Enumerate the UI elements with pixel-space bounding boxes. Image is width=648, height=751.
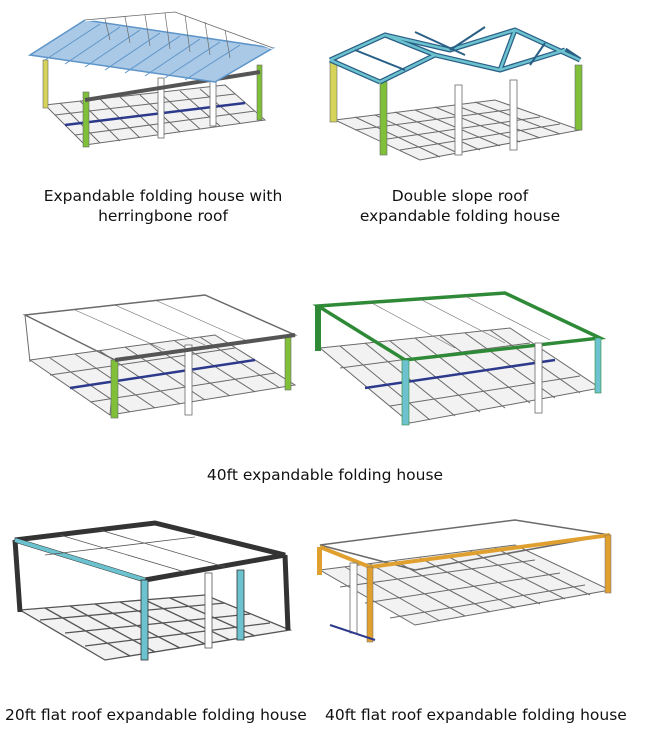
forty-ft-house-illustration-left (15, 290, 305, 445)
forty-ft-flat-roof-caption: 40ft flat roof expandable folding house (325, 706, 627, 724)
forty-ft-house-left-drawing (22, 294, 298, 419)
forty-ft-caption: 40ft expandable folding house (206, 466, 444, 484)
twenty-ft-flat-roof-house-drawing (12, 520, 293, 661)
herringbone-caption: Expandable folding house with herringbon… (18, 186, 308, 226)
forty-ft-house-illustration-right (310, 288, 610, 458)
twenty-ft-flat-roof-caption: 20ft flat roof expandable folding house (5, 706, 307, 724)
double-slope-caption-line-2: expandable folding house (359, 207, 561, 225)
double-slope-caption: Double slope roof expandable folding hou… (335, 186, 585, 226)
forty-ft-house-right-drawing (312, 291, 607, 426)
herringbone-roof-house-drawing (27, 10, 276, 148)
herringbone-caption-line-1: Expandable folding house with (43, 187, 283, 205)
herringbone-roof-house-illustration (25, 10, 285, 180)
double-slope-caption-line-1: Double slope roof (391, 187, 529, 205)
double-slope-roof-house-drawing (328, 26, 583, 161)
twenty-ft-flat-roof-house-illustration (5, 515, 300, 675)
double-slope-roof-house-illustration (325, 10, 590, 180)
herringbone-caption-line-2: herringbone roof (98, 207, 228, 225)
forty-ft-flat-roof-house-illustration (315, 515, 615, 670)
forty-ft-flat-roof-house-drawing (317, 519, 612, 643)
